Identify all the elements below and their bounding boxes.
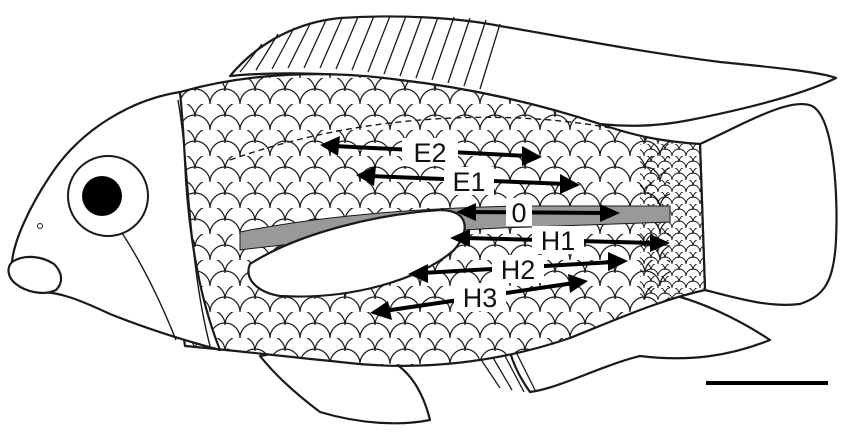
pupil: [82, 176, 122, 216]
row-label-0: 0: [511, 198, 526, 228]
row-label-e1: E1: [452, 167, 485, 197]
row-label-h3: H3: [463, 283, 498, 313]
row-label-h1: H1: [541, 226, 576, 256]
row-label-e2: E2: [413, 138, 446, 168]
lips: [9, 257, 62, 293]
row-label-h2: H2: [501, 255, 536, 285]
caudal-fin: [700, 104, 837, 305]
